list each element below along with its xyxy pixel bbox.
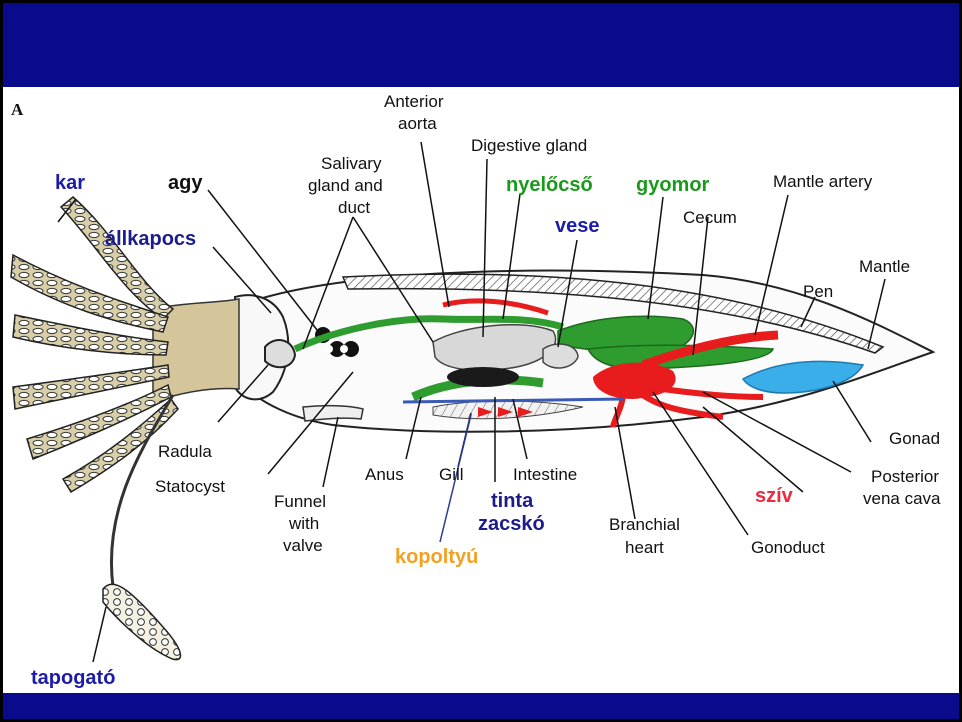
- label-gonoduct: Gonoduct: [751, 538, 825, 557]
- label-intestine: Intestine: [513, 465, 577, 484]
- label-salivary-3: duct: [338, 198, 370, 217]
- squid-anatomy-diagram: A Anterior aorta Digestive gland Salivar…: [3, 87, 959, 693]
- label-gyomor: gyomor: [636, 174, 710, 196]
- label-statocyst: Statocyst: [155, 477, 225, 496]
- label-digestive-gland: Digestive gland: [471, 136, 587, 155]
- kidney: [543, 344, 578, 368]
- label-pen: Pen: [803, 282, 833, 301]
- label-posterior-vena-cava-2: vena cava: [863, 489, 941, 508]
- label-tapogato: tapogató: [31, 667, 115, 689]
- diagram-panel: A Anterior aorta Digestive gland Salivar…: [3, 87, 959, 693]
- ink-sac: [447, 367, 519, 387]
- label-vese: vese: [555, 215, 600, 237]
- label-tinta: tinta: [491, 490, 534, 512]
- label-gill: Gill: [439, 465, 464, 484]
- label-gonad: Gonad: [889, 429, 940, 448]
- label-mantle: Mantle: [859, 257, 910, 276]
- label-funnel-3: valve: [283, 536, 323, 555]
- label-funnel-2: with: [288, 514, 319, 533]
- label-cecum: Cecum: [683, 208, 737, 227]
- tentacle-club: [103, 584, 181, 659]
- label-funnel-1: Funnel: [274, 492, 326, 511]
- label-agy: agy: [168, 172, 203, 194]
- label-mantle-artery: Mantle artery: [773, 172, 873, 191]
- label-radula: Radula: [158, 442, 212, 461]
- label-branchial-heart-2: heart: [625, 538, 664, 557]
- jaw: [265, 340, 295, 367]
- label-branchial-heart-1: Branchial: [609, 515, 680, 534]
- label-anterior-aorta-1: Anterior: [384, 92, 444, 111]
- label-anus: Anus: [365, 465, 404, 484]
- label-posterior-vena-cava-1: Posterior: [871, 467, 939, 486]
- label-anterior-aorta-2: aorta: [398, 114, 437, 133]
- label-zacsko: zacskó: [478, 513, 545, 535]
- title-bar: [3, 3, 959, 87]
- label-kar: kar: [55, 172, 85, 194]
- footer-bar: [3, 693, 959, 719]
- label-salivary-2: gland and: [308, 176, 383, 195]
- label-kopoltyu: kopoltyú: [395, 546, 478, 568]
- panel-letter: A: [11, 100, 24, 119]
- label-salivary-1: Salivary: [321, 154, 382, 173]
- label-nyelocso: nyelőcső: [506, 174, 593, 196]
- label-allkapocs: állkapocs: [105, 228, 196, 250]
- label-sziv: szív: [755, 485, 794, 507]
- funnel: [303, 406, 363, 421]
